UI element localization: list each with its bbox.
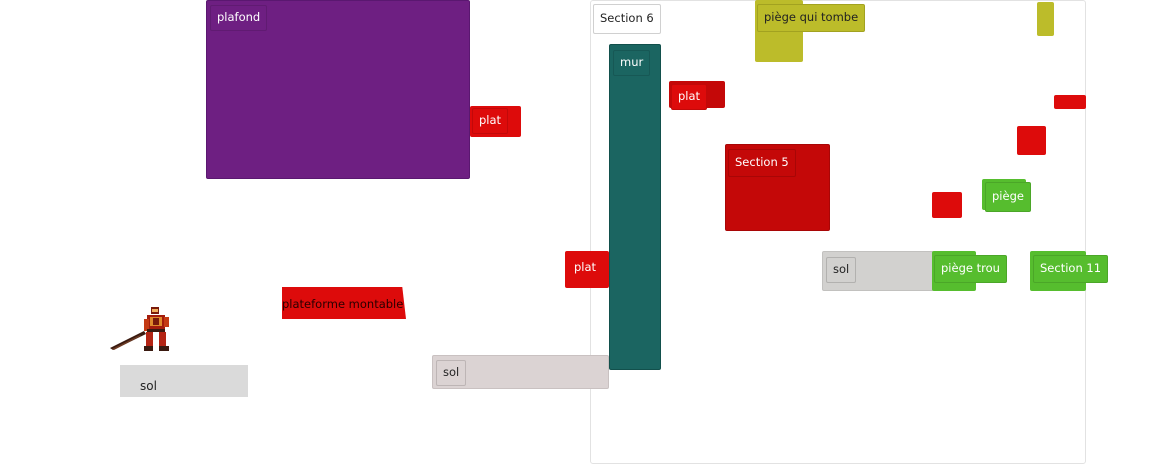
sol-label-right: sol xyxy=(826,257,857,283)
plafond-block[interactable]: plafond xyxy=(206,0,470,179)
plat-block-2[interactable]: plat xyxy=(565,251,609,288)
sol-label-middle: sol xyxy=(436,360,467,386)
piege-label: piège xyxy=(985,182,1031,212)
plateforme-montable-block[interactable]: plateforme montable xyxy=(282,287,406,319)
plat-label-2: plat xyxy=(567,255,604,281)
plat-small-2[interactable] xyxy=(1017,126,1046,155)
plat-small-3[interactable] xyxy=(932,192,962,218)
plat-block-1[interactable]: plat xyxy=(470,106,521,137)
section-5-block[interactable]: Section 5 xyxy=(725,144,830,231)
sol-block-left[interactable]: sol xyxy=(120,365,248,397)
section-5-label: Section 5 xyxy=(728,149,796,177)
hero-sprite[interactable] xyxy=(110,305,172,357)
section-6-frame xyxy=(590,0,1086,464)
piege-qui-tombe-label: piège qui tombe xyxy=(757,4,866,32)
warrior-sprite-icon xyxy=(110,307,169,351)
piege-qui-tombe-small[interactable] xyxy=(1037,2,1054,36)
plateforme-montable-label: plateforme montable xyxy=(282,297,404,311)
plat-label-3: plat xyxy=(671,84,708,110)
mur-block[interactable]: mur xyxy=(609,44,661,370)
plat-block-3[interactable]: plat xyxy=(669,81,725,110)
plat-label-1: plat xyxy=(472,108,509,134)
sol-label-left: sol xyxy=(140,379,157,393)
plafond-label: plafond xyxy=(210,5,268,31)
section-6-label: Section 6 xyxy=(593,4,661,34)
mur-label: mur xyxy=(613,50,651,76)
sol-block-middle[interactable]: sol xyxy=(432,355,609,389)
sol-block-right[interactable]: sol xyxy=(822,251,934,291)
plat-small-1[interactable] xyxy=(1054,95,1086,109)
piege-block[interactable]: piège xyxy=(982,179,1031,212)
section-11-label: Section 11 xyxy=(1033,255,1109,283)
piege-trou-label: piège trou xyxy=(934,255,1007,283)
